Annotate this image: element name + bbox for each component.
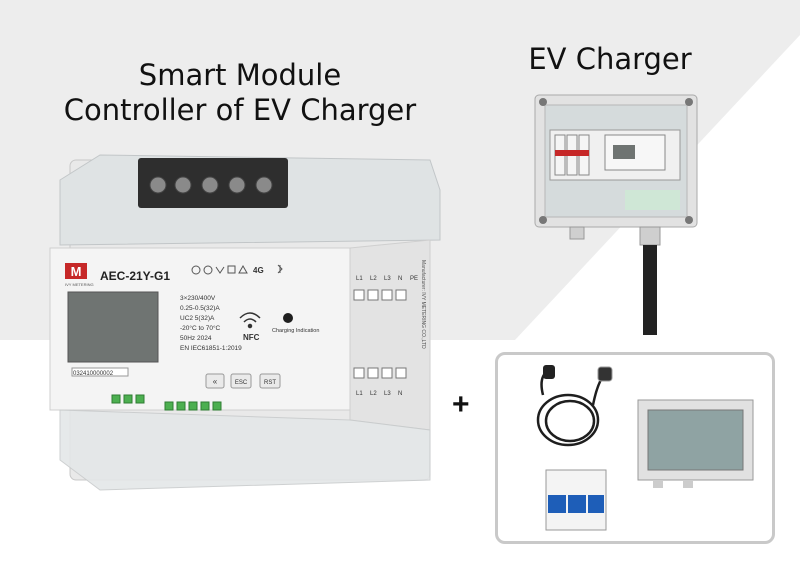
spec-line: 50Hz 2024	[180, 335, 212, 342]
green-terminal	[212, 401, 222, 411]
terminal-screw	[228, 176, 246, 194]
empty-enclosure	[637, 399, 754, 488]
terminal-label: L3	[384, 276, 391, 282]
spec-line: EN IEC61851-1:2019	[180, 345, 242, 352]
brand-logo	[65, 263, 87, 279]
plus-sign: +	[452, 388, 470, 421]
circuit-breaker	[545, 469, 607, 531]
spec-line: 3×230/400V	[180, 295, 216, 302]
green-terminal	[176, 401, 186, 411]
back-button[interactable]	[205, 373, 225, 389]
nfc-icon	[239, 312, 261, 329]
terminal-label: N	[398, 391, 402, 397]
rst-button[interactable]	[259, 373, 281, 389]
plug-type2	[597, 366, 613, 382]
brand-name: IVY METERING	[65, 282, 94, 287]
enclosure-label	[625, 190, 680, 210]
spec-line: UC2 5(32)A	[180, 315, 215, 322]
terminal-label: L1	[356, 276, 363, 282]
module-title-line-2: Controller of EV Charger	[63, 93, 417, 127]
terminal-screw	[174, 176, 192, 194]
breaker-switch	[555, 150, 589, 156]
lock-icon	[191, 265, 201, 275]
charging-cable	[643, 245, 657, 335]
lcd-screen	[67, 291, 159, 363]
green-terminal	[135, 394, 145, 404]
cable-gland	[569, 226, 585, 240]
nfc-label: NFC	[243, 333, 260, 342]
antenna-icon	[215, 266, 225, 274]
esc-button[interactable]	[230, 373, 252, 389]
model-label: AEC-21Y-G1	[100, 269, 170, 283]
network-label: 4G	[253, 266, 264, 275]
charging-indicator-label: Charging Indication	[272, 328, 319, 334]
terminal-screw	[201, 176, 219, 194]
spec-line: 0.25-0.5(32)A	[180, 305, 220, 312]
ev-charger-enclosure	[534, 94, 698, 335]
square-icon	[227, 265, 236, 274]
charger-title: EV Charger	[528, 42, 692, 76]
accessories-illustration	[536, 365, 754, 531]
rst-button-label: RST	[264, 380, 276, 386]
brand-logo-letter: M	[71, 264, 82, 279]
terminal-screw	[255, 176, 273, 194]
bottom-cover	[59, 409, 431, 491]
terminal-label: PE	[410, 276, 418, 282]
terminal-label: N	[398, 276, 402, 282]
spec-line: -20°C to 70°C	[180, 324, 221, 332]
warning-icon	[238, 264, 248, 274]
back-button-label: «	[213, 377, 218, 386]
esc-button-label: ESC	[235, 380, 248, 386]
terminal-label: L2	[370, 391, 377, 397]
green-terminal	[123, 394, 133, 404]
terminal-label: L2	[370, 276, 377, 282]
module-title: Smart Module Controller of EV Charger	[40, 58, 440, 128]
plug-type1	[543, 365, 555, 379]
accessories-box	[495, 352, 775, 544]
barcode-label	[71, 367, 129, 377]
green-terminal	[200, 401, 210, 411]
bluetooth-icon	[277, 264, 283, 274]
green-terminal	[111, 394, 121, 404]
green-terminal	[188, 401, 198, 411]
status-icon	[203, 265, 213, 275]
charging-indicator-led	[283, 313, 293, 323]
smart-module-device: M IVY METERING AEC-21Y-G1 032410000002 4…	[49, 154, 441, 491]
cable-gland	[639, 226, 661, 246]
controller-lcd	[613, 145, 635, 159]
module-title-line-1: Smart Module	[138, 58, 342, 92]
terminal-label: L1	[356, 391, 363, 397]
serial-number: 032410000002	[73, 371, 114, 377]
terminal-label: L3	[384, 391, 391, 397]
side-manufacturer-text: Manufacturer: IVY METERING CO.,LTD	[420, 260, 426, 349]
green-terminal	[164, 401, 174, 411]
side-panel	[349, 239, 431, 431]
terminal-screw	[149, 176, 167, 194]
charging-cable-coil	[536, 368, 607, 447]
